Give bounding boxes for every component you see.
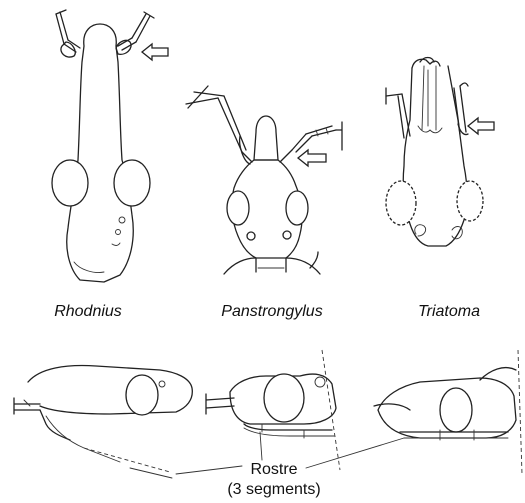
rhodnius-lateral-drawing bbox=[14, 366, 192, 478]
rostrum-pointer-line bbox=[260, 432, 262, 460]
rhodnius-head-drawing bbox=[52, 10, 154, 282]
arrow-left-icon bbox=[142, 44, 168, 60]
label-rhodnius: Rhodnius bbox=[54, 303, 122, 320]
triatoma-lateral-drawing bbox=[374, 350, 522, 474]
label-panstrongylus: Panstrongylus bbox=[221, 303, 322, 320]
rostrum-pointer-line bbox=[176, 466, 242, 474]
rostrum-pointer-line bbox=[306, 438, 404, 468]
rostrum-label: Rostre bbox=[250, 461, 297, 478]
label-triatoma: Triatoma bbox=[418, 303, 480, 320]
rostrum-segments-label: (3 segments) bbox=[227, 481, 320, 498]
panstrongylus-head-drawing bbox=[186, 86, 342, 274]
panstrongylus-lateral-drawing bbox=[206, 350, 340, 470]
arrow-left-icon bbox=[298, 150, 326, 166]
arrow-left-icon bbox=[468, 118, 494, 134]
triatoma-head-drawing bbox=[386, 58, 483, 247]
